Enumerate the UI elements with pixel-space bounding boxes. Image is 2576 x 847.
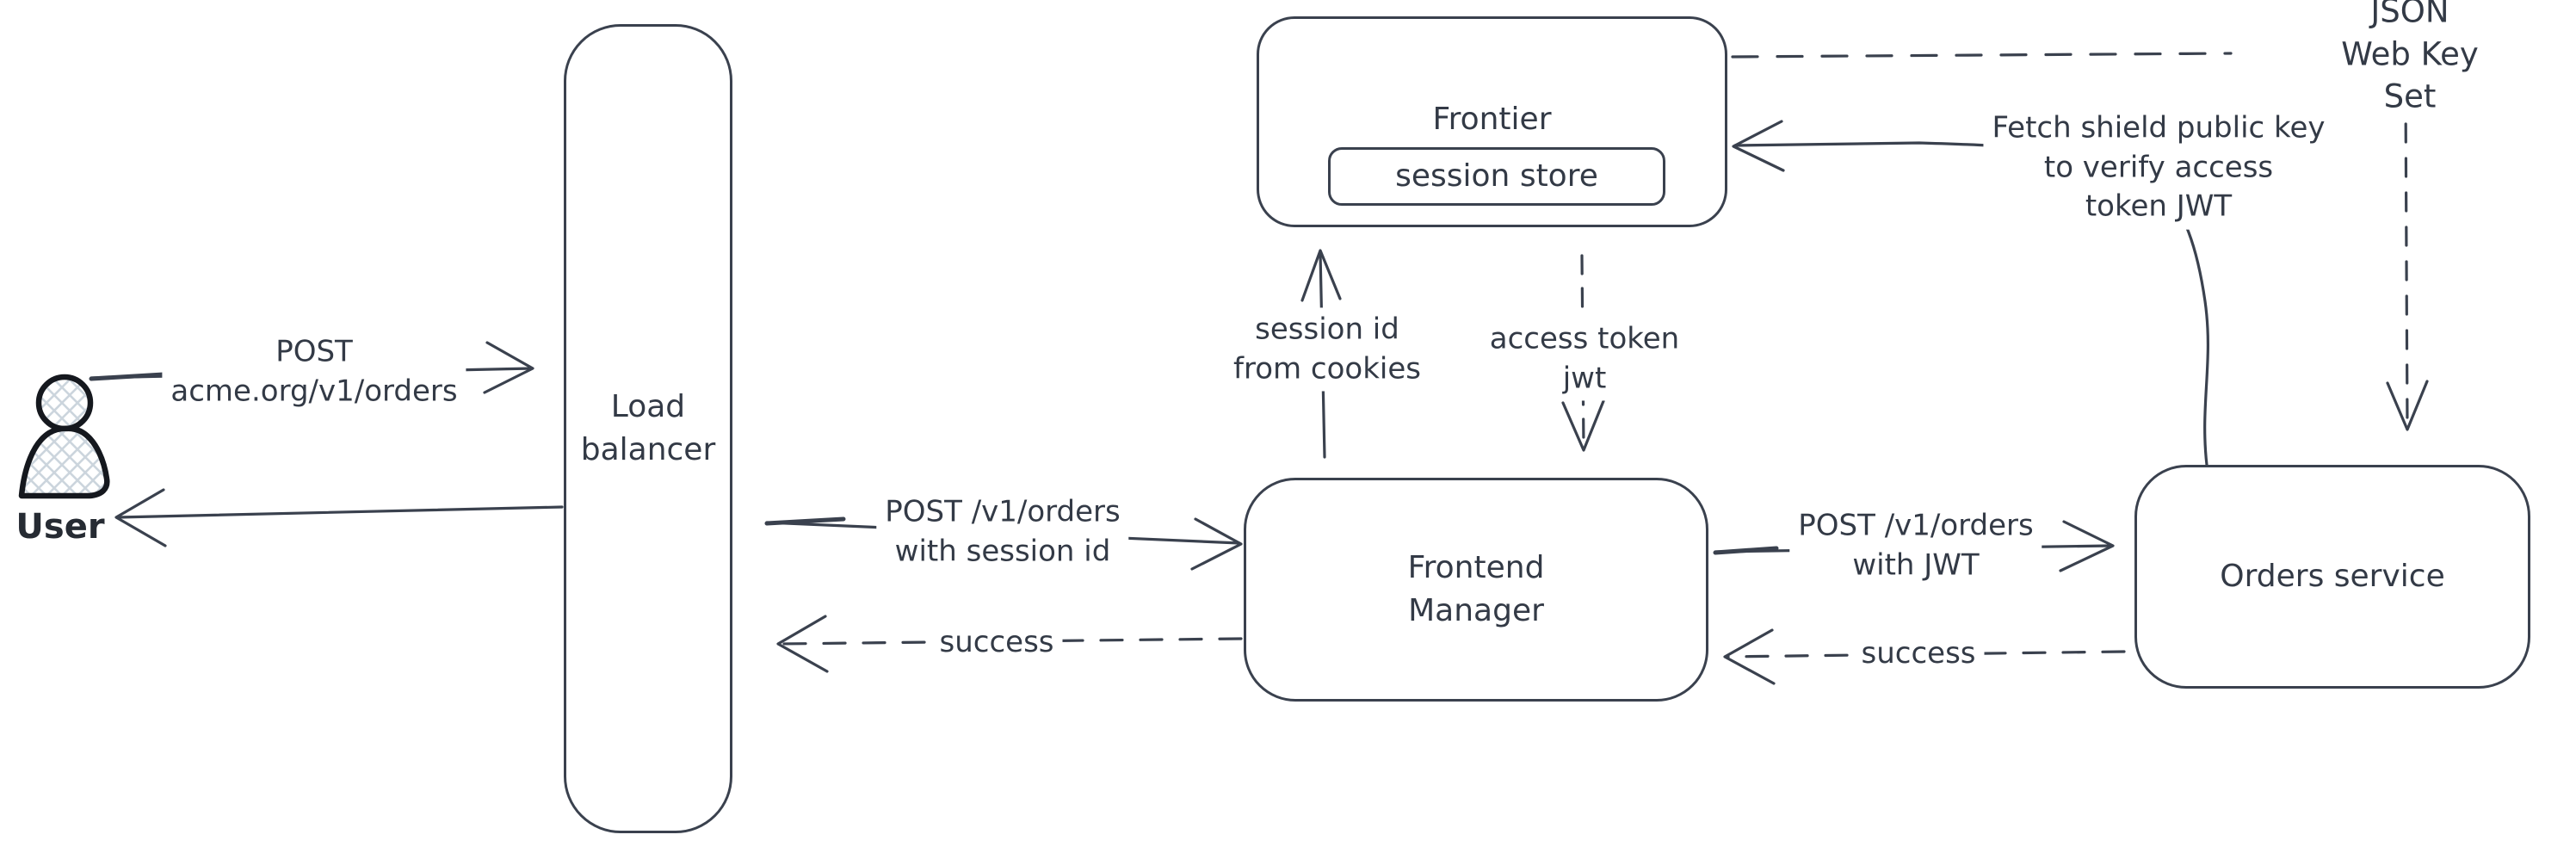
frontend-manager-node: Frontend Manager: [1244, 478, 1708, 702]
load-balancer-node: Load balancer: [564, 24, 732, 833]
edge-label-success-to-frontend-manager: success: [1852, 632, 1985, 677]
arrow-load-balancer-to-user: [114, 488, 564, 547]
jwks-label: JSON Web Key Set: [2326, 0, 2493, 121]
arrow-frontier-to-frontend-manager: [1561, 254, 1605, 452]
edge-label-fetch-shield-public-key: Fetch shield public key to verify access…: [1983, 106, 2334, 230]
arrow-jwks-to-orders-service: [2386, 88, 2429, 431]
edge-label-post-acme-orders: POST acme.org/v1/orders: [162, 330, 466, 414]
frontier-node: Frontier session store: [1257, 16, 1727, 227]
user-icon: [18, 374, 110, 499]
edge-label-post-with-jwt: POST /v1/orders with JWT: [1789, 504, 2042, 588]
orders-service-node: Orders service: [2134, 465, 2530, 689]
session-store-node: session store: [1328, 147, 1665, 206]
arrow-frontend-manager-to-load-balancer-success: [776, 615, 1243, 673]
user-label: User: [15, 507, 105, 547]
frontend-manager-label: Frontend Manager: [1407, 550, 1545, 628]
orders-service-label: Orders service: [2220, 559, 2445, 595]
edge-label-access-token-jwt: access token jwt: [1480, 317, 1689, 401]
frontier-label: Frontier: [1432, 102, 1552, 137]
load-balancer-label: Load balancer: [580, 389, 716, 467]
edge-label-success-to-load-balancer: success: [930, 621, 1063, 665]
dashed-line-frontier-to-jwks: [1731, 52, 2233, 59]
session-store-label: session store: [1395, 158, 1598, 195]
edge-label-session-id-from-cookies: session id from cookies: [1225, 307, 1430, 392]
edge-label-post-with-session-id: POST /v1/orders with session id: [876, 490, 1129, 574]
